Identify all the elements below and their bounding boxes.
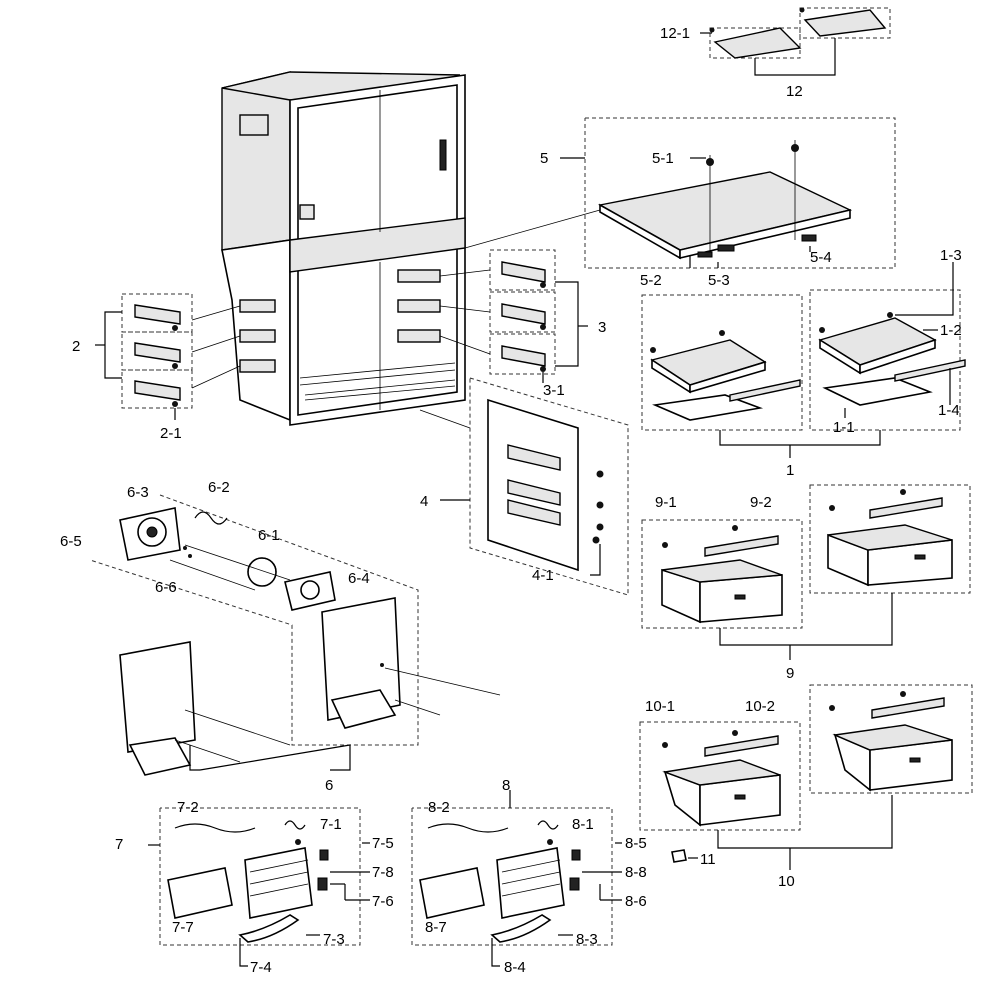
part-6-fan-assembly (89, 494, 501, 776)
label-6-3: 6-3 (127, 484, 149, 501)
label-8-2: 8-2 (428, 799, 450, 816)
label-5-2: 5-2 (640, 272, 662, 289)
label-2-1: 2-1 (160, 425, 182, 442)
label-1-1: 1-1 (833, 419, 855, 436)
label-1-3: 1-3 (940, 247, 962, 264)
label-9: 9 (786, 665, 794, 682)
label-8-3: 8-3 (576, 931, 598, 948)
label-7: 7 (115, 836, 123, 853)
label-12-1: 12-1 (660, 25, 690, 42)
label-8-7: 8-7 (425, 919, 447, 936)
label-3-1: 3-1 (543, 382, 565, 399)
label-5: 5 (540, 150, 548, 167)
label-8-6: 8-6 (625, 893, 647, 910)
label-10-2: 10-2 (745, 698, 775, 715)
label-8: 8 (502, 777, 510, 794)
label-7-3: 7-3 (323, 931, 345, 948)
label-7-5: 7-5 (372, 835, 394, 852)
label-10-1: 10-1 (645, 698, 675, 715)
label-1-2: 1-2 (940, 322, 962, 339)
callout-labels: 12-1 12 5 5-1 5-2 5-3 5-4 1-3 1-2 1-1 1-… (60, 25, 962, 976)
label-12: 12 (786, 83, 803, 100)
label-7-7: 7-7 (172, 919, 194, 936)
label-11: 11 (700, 851, 716, 868)
leader-lines (239, 32, 938, 967)
label-6-5: 6-5 (60, 533, 82, 550)
label-1: 1 (786, 462, 794, 479)
label-9-1: 9-1 (655, 494, 677, 511)
part-10-drawers (639, 684, 973, 870)
label-7-8: 7-8 (372, 864, 394, 881)
part-1-shelves (641, 262, 966, 458)
label-6-4: 6-4 (348, 570, 370, 587)
part-4-side-panel (419, 377, 629, 596)
label-6-1: 6-1 (258, 527, 280, 544)
part-9-drawers (641, 484, 971, 660)
label-9-2: 9-2 (750, 494, 772, 511)
label-4: 4 (420, 493, 428, 510)
label-8-4: 8-4 (504, 959, 526, 976)
label-5-4: 5-4 (810, 249, 832, 266)
label-4-1: 4-1 (532, 567, 554, 584)
part-7-evaporator (148, 807, 361, 946)
part-8-evaporator (411, 790, 613, 946)
label-10: 10 (778, 873, 795, 890)
label-6-2: 6-2 (208, 479, 230, 496)
label-1-4: 1-4 (938, 402, 960, 419)
label-7-6: 7-6 (372, 893, 394, 910)
part-5-cover-panel (464, 117, 896, 269)
label-6-6: 6-6 (155, 579, 177, 596)
label-7-2: 7-2 (177, 799, 199, 816)
part-12-mats (709, 7, 891, 76)
label-5-1: 5-1 (652, 150, 674, 167)
label-7-1: 7-1 (320, 816, 342, 833)
part-2-rails (95, 293, 241, 420)
label-7-4: 7-4 (250, 959, 272, 976)
label-5-3: 5-3 (708, 272, 730, 289)
label-8-8: 8-8 (625, 864, 647, 881)
cabinet-body (221, 71, 466, 426)
label-3: 3 (598, 319, 606, 336)
label-8-5: 8-5 (625, 835, 647, 852)
label-8-1: 8-1 (572, 816, 594, 833)
label-2: 2 (72, 338, 80, 355)
label-6: 6 (325, 777, 333, 794)
part-3-rails (439, 249, 588, 383)
